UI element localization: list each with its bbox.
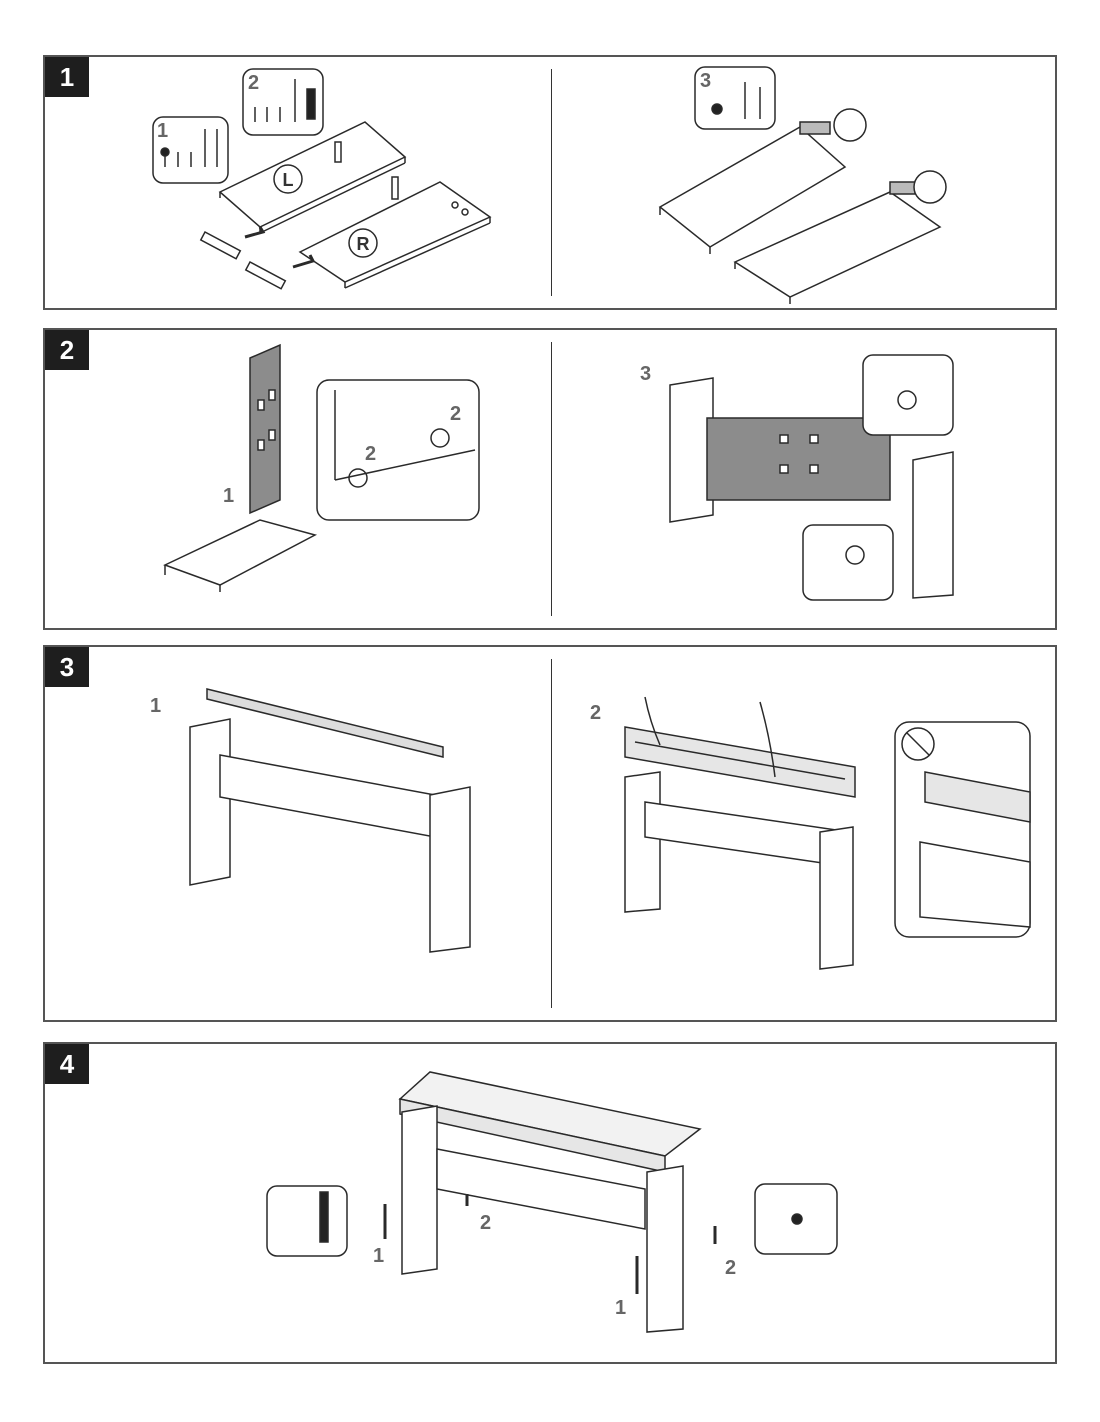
callout-number-2: 2 (248, 72, 259, 94)
rear-panel (436, 1148, 646, 1230)
keyboard-piano (624, 726, 856, 798)
side-r-label: R (357, 234, 370, 254)
step-4-label-left-2: 2 (480, 1212, 491, 1234)
screw-set-icon (266, 1185, 348, 1257)
callout-number-1: 1 (157, 120, 168, 142)
screw-set-icon (694, 66, 776, 130)
step-2-label-1: 1 (223, 485, 234, 507)
detail-zoom-box (316, 379, 480, 521)
panel-divider (551, 342, 552, 616)
step-2-panel: 2 1 2 2 3 (43, 328, 1057, 630)
step-3-illustration: 1 2 (150, 688, 1031, 970)
screw-set-icon (754, 1183, 838, 1255)
step-2-label-3: 3 (640, 363, 651, 385)
board-right-lower (733, 191, 942, 304)
panel-divider (551, 659, 552, 1008)
screw-set-icon (152, 116, 229, 184)
step-2-badge: 2 (45, 330, 89, 370)
base-board (163, 519, 318, 586)
callout-number-3: 3 (700, 70, 711, 92)
step-3-label-1: 1 (150, 695, 161, 717)
grey-rear-panel (706, 417, 891, 501)
side-l-tag (273, 164, 303, 194)
hand-icon (759, 701, 776, 778)
grey-rear-panel-vertical (249, 343, 281, 515)
side-l-label: L (283, 170, 294, 190)
right-side-panel (912, 451, 954, 599)
right-side-panel (819, 826, 854, 970)
step-4-badge: 4 (45, 1044, 89, 1084)
board-left-lower (298, 181, 492, 289)
step-1-panel: 1 1 (43, 55, 1057, 310)
left-side-panel (624, 771, 661, 913)
step-2-label-2a: 2 (365, 443, 376, 465)
detail-zoom-box (802, 524, 894, 601)
step-1-illustration: 1 2 L R 3 3 (152, 66, 947, 304)
rear-panel (219, 754, 436, 838)
foot-part-2 (244, 254, 316, 290)
step-1-badge: 1 (45, 57, 89, 97)
top-rail (206, 688, 444, 758)
right-side-panel (429, 786, 471, 953)
step-4-illustration: 1 2 1 2 (266, 1071, 838, 1333)
right-side-panel (646, 1165, 684, 1333)
keyboard-piano (398, 1071, 702, 1173)
step-3-label-2: 2 (590, 702, 601, 724)
detail-zoom-box (862, 354, 954, 436)
step-4-panel: 4 1 2 1 2 (43, 1042, 1057, 1364)
left-side-panel (189, 718, 231, 886)
foot-part-1 (199, 226, 266, 260)
step-4-label-right-1: 1 (615, 1297, 626, 1319)
board-right-upper (658, 126, 847, 254)
screw-set-icon (242, 68, 324, 136)
detail-icon (913, 170, 947, 204)
hand-icon (644, 696, 661, 746)
side-r-tag (348, 228, 378, 258)
step-3-panel: 3 1 2 (43, 645, 1057, 1022)
step-2-label-2b: 2 (450, 403, 461, 425)
step-3-badge: 3 (45, 647, 89, 687)
left-side-panel (669, 377, 714, 523)
left-side-panel (401, 1105, 438, 1275)
step-2-illustration: 1 2 2 3 (163, 343, 954, 601)
detail-icon (833, 108, 867, 142)
step-4-label-left-1: 1 (373, 1245, 384, 1267)
board-left-upper (218, 121, 407, 234)
step-4-label-right-2: 2 (725, 1257, 736, 1279)
panel-divider (551, 69, 552, 296)
prohibition-icon (901, 727, 935, 761)
